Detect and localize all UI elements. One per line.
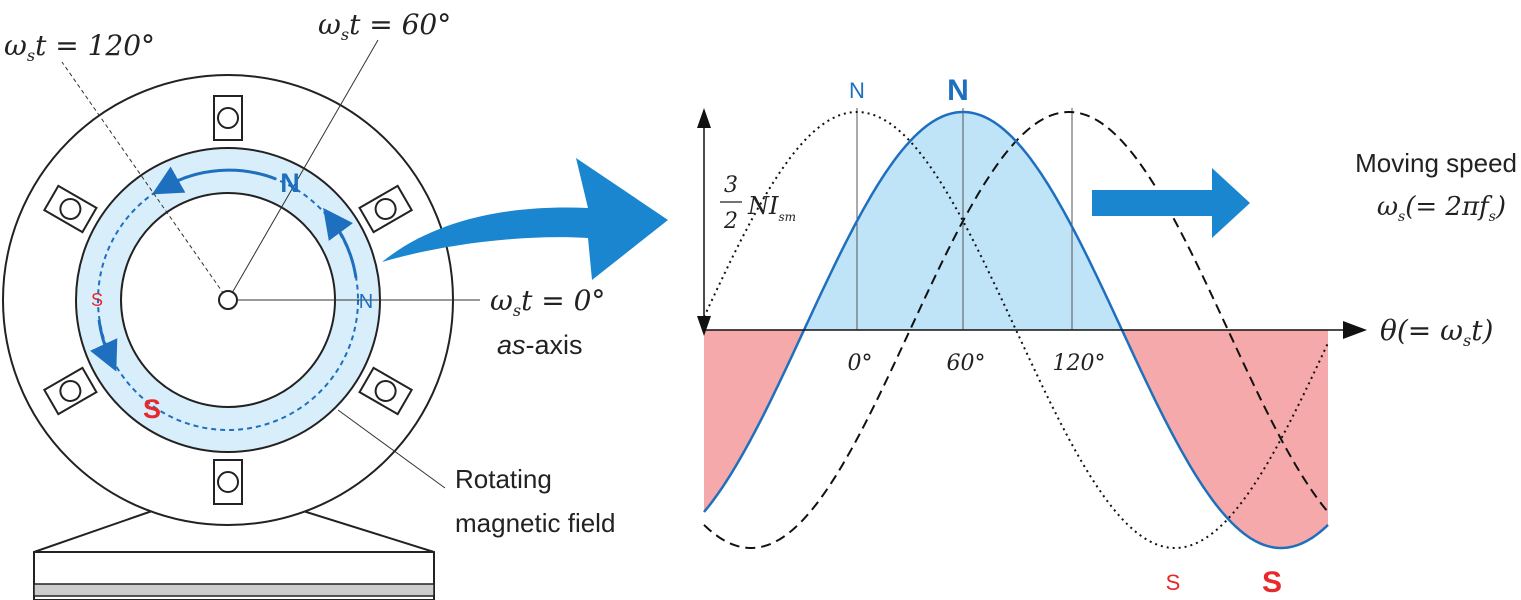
amplitude-label: 3 2 NIsm [720,173,796,234]
wave-pole-n-big: N [947,74,969,107]
svg-text:NIsm: NIsm [747,192,796,224]
rotating-field-pointer [337,409,446,489]
moving-direction-arrow [1092,168,1250,238]
rotation-arrow-left [90,319,118,372]
pole-s-big: S [143,394,161,424]
rotation-arrow-top [151,166,277,195]
motor-cross-section: N N S S ωst = 120° ωst = 60° ωst = 0° as… [2,8,615,600]
transfer-arrow [382,158,668,280]
rotating-field-label-1: Rotating [455,464,552,494]
rotating-field-label-2: magnetic field [455,508,615,538]
svg-text:3: 3 [724,173,738,198]
negative-lobe-fill-left [704,330,804,512]
wave-pole-n-small: N [849,78,865,103]
as-axis-label: as-axis [497,330,583,360]
wave-pole-s-small: S [1166,570,1181,595]
theta-axis-arrowhead [1343,321,1367,339]
pole-s-small: S [91,290,103,310]
axis-line-120 [61,61,229,301]
shaft [218,290,238,310]
tick-120: 120° [1053,351,1106,376]
waveform-panel: 3 2 NIsm 0° 60° 120° N N S S θ(= ωst) Mo… [697,74,1517,599]
pole-n-big: N [280,168,300,198]
wave-pole-s-big: S [1262,566,1282,599]
speed-label-2: ωs(= 2πfs) [1377,192,1506,225]
label-wt-60: ωst = 60° [318,8,451,44]
stator-slots [42,95,414,505]
tick-60: 60° [947,351,986,376]
axis-line-60 [227,39,379,301]
pole-n-small: N [359,291,373,313]
mmf-curve-60deg [703,110,1329,550]
label-wt-0: ωst = 0° [490,284,605,320]
theta-label: θ(= ωst) [1380,314,1493,350]
negative-lobe-fill-right [1122,330,1328,548]
svg-text:2: 2 [723,209,738,234]
label-wt-120: ωst = 120° [4,29,155,65]
speed-label-1: Moving speed [1355,148,1517,178]
rotation-arrow-upper [323,207,358,279]
tick-0: 0° [848,351,873,376]
